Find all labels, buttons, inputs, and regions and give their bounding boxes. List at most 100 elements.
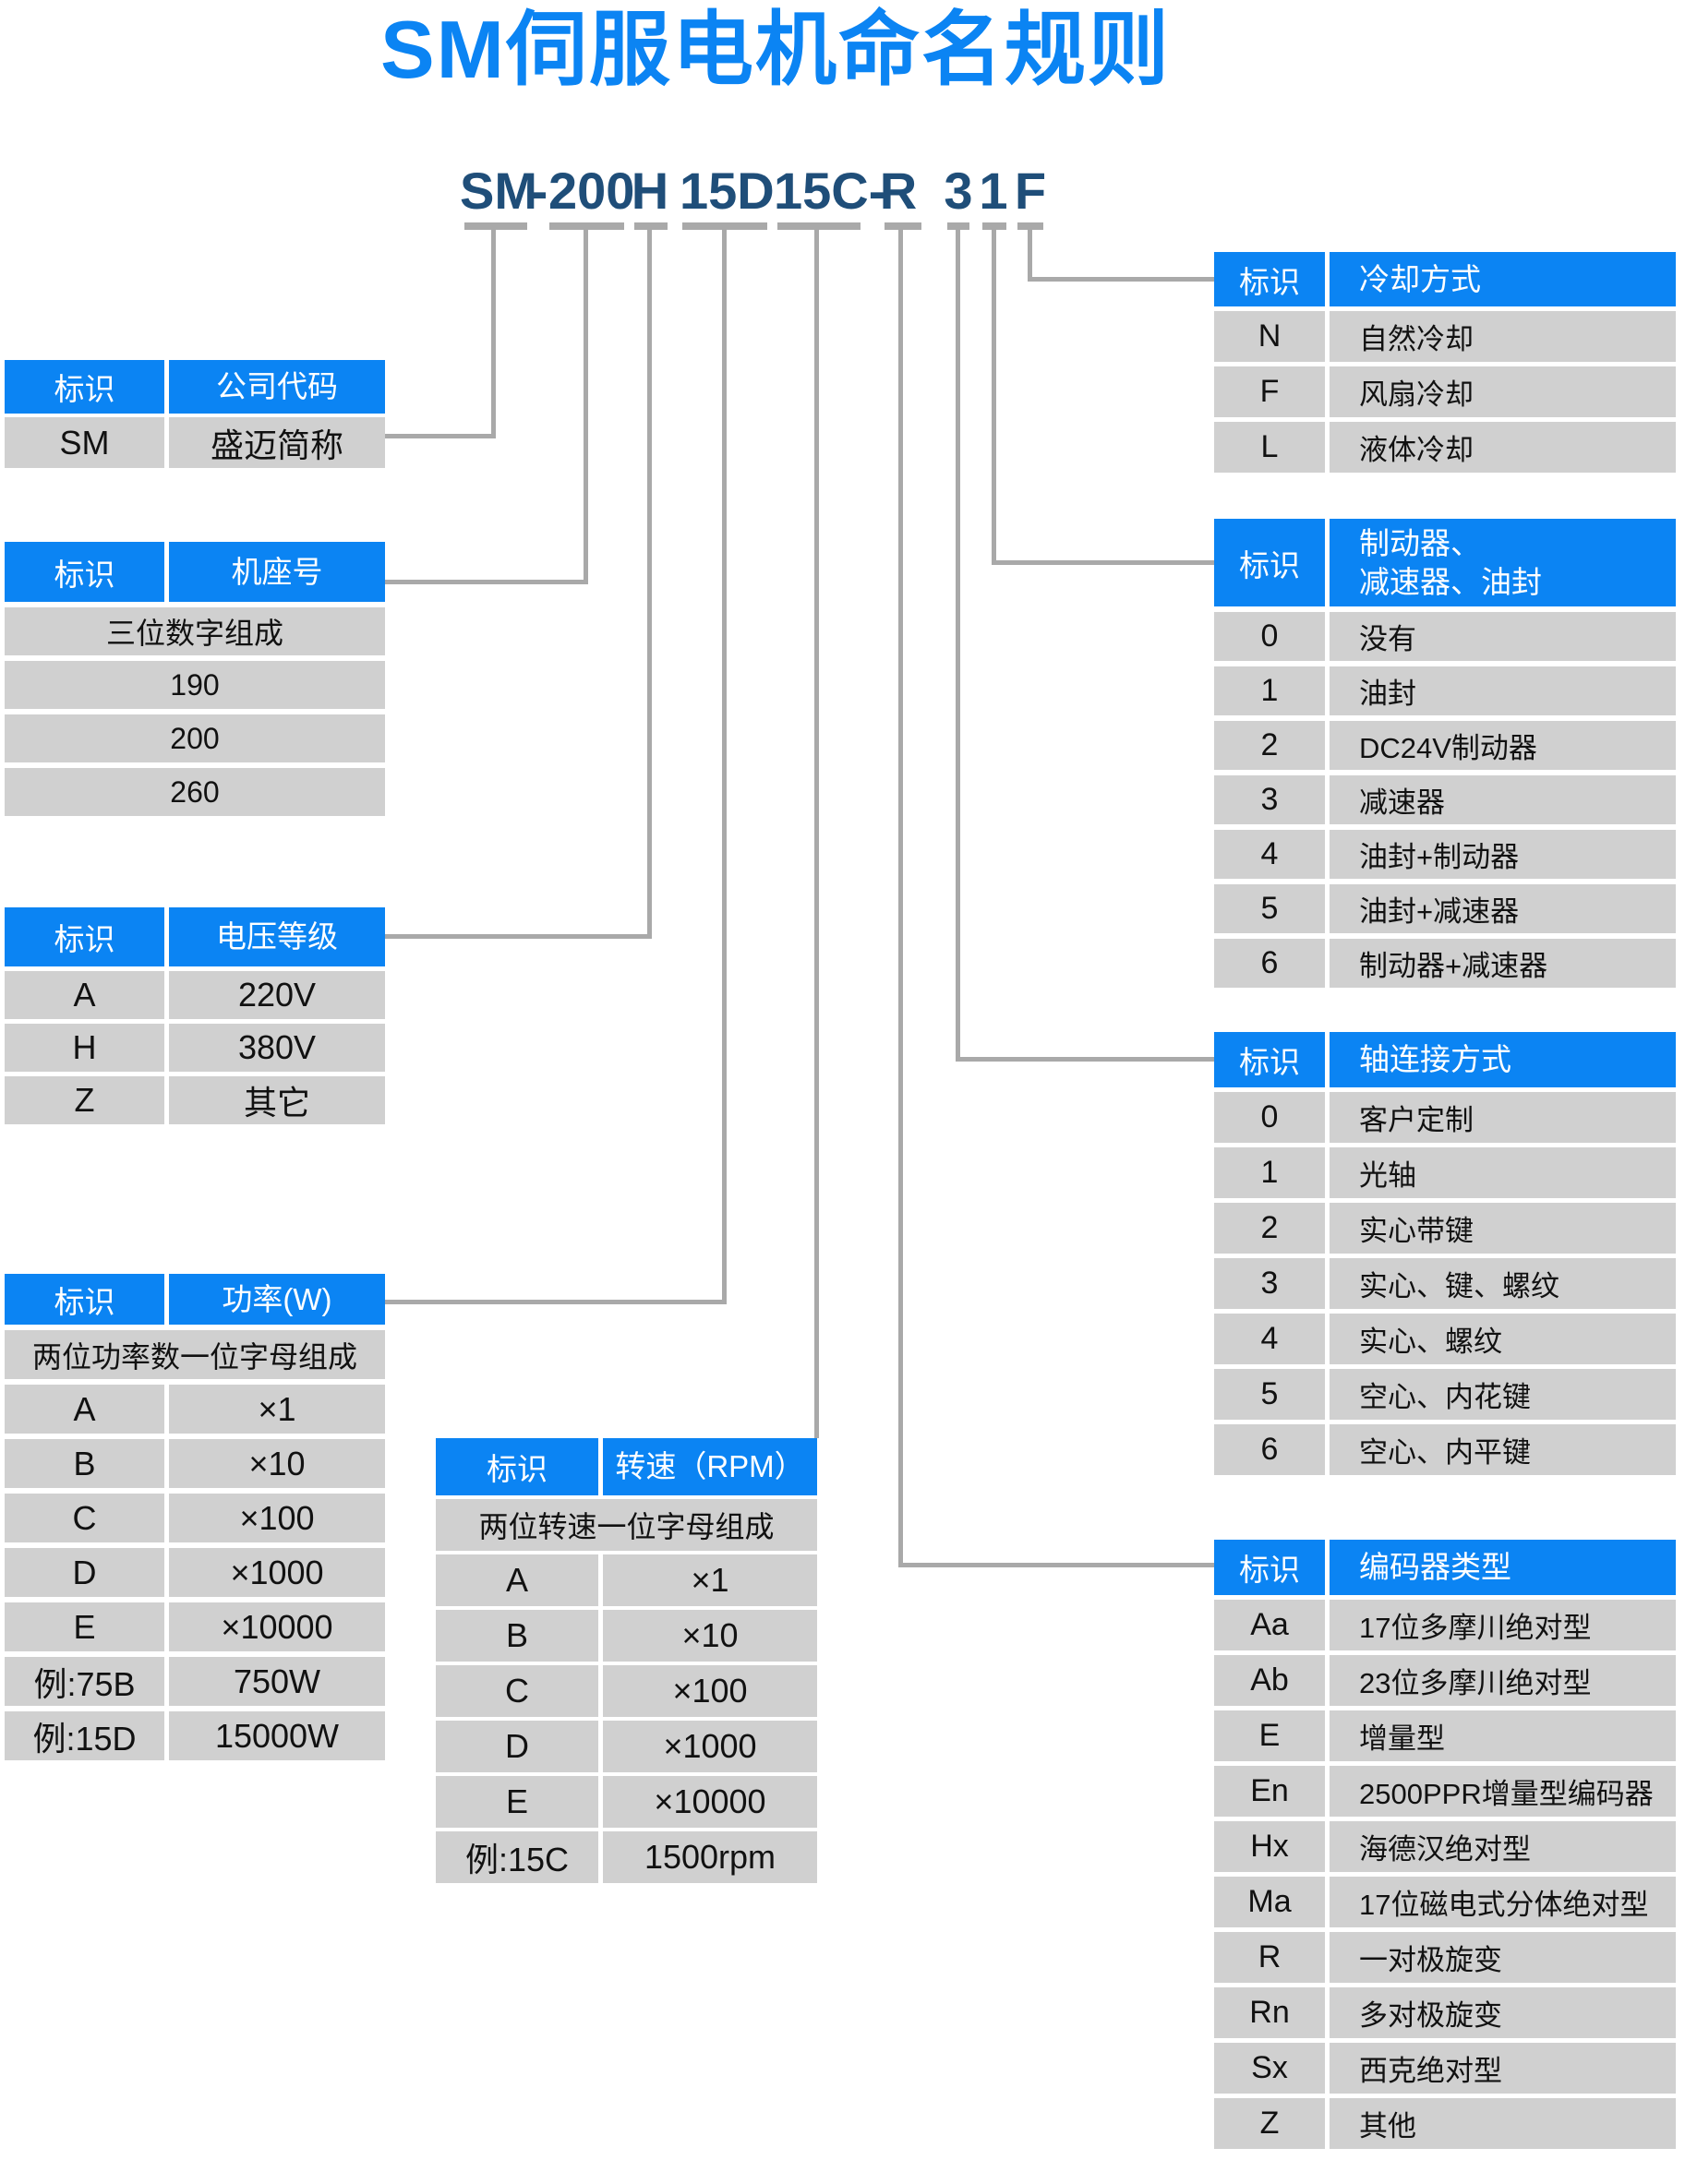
table-cell-span: 三位数字组成 bbox=[5, 607, 385, 655]
connector-voltage-v bbox=[647, 230, 652, 939]
table-cell-code: Ma bbox=[1214, 1877, 1325, 1927]
table-cell-desc: DC24V制动器 bbox=[1330, 721, 1676, 770]
table-cell-desc: 海德汉绝对型 bbox=[1330, 1821, 1676, 1872]
table-row: E×10000 bbox=[5, 1602, 385, 1651]
table-cell-code: 3 bbox=[1214, 1258, 1325, 1309]
header-cell-id: 标识 bbox=[5, 542, 164, 602]
table-cell-desc: ×1000 bbox=[603, 1721, 817, 1772]
table-cell-code: En bbox=[1214, 1766, 1325, 1817]
header-cell-meaning: 公司代码 bbox=[169, 360, 385, 414]
table-cell-code: 例:15C bbox=[436, 1831, 598, 1883]
table-cell-desc: ×1 bbox=[603, 1554, 817, 1606]
table-cell-code: R bbox=[1214, 1932, 1325, 1983]
table-cell-desc: 15000W bbox=[169, 1711, 385, 1760]
table-cell-desc: ×10 bbox=[169, 1439, 385, 1488]
table-header: 标识 机座号 bbox=[5, 542, 385, 602]
model-segment-power: 15D bbox=[680, 162, 775, 220]
header-cell-meaning: 冷却方式 bbox=[1330, 252, 1676, 306]
table-cell-desc: 实心、螺纹 bbox=[1330, 1314, 1676, 1364]
connector-frame-v bbox=[584, 230, 588, 584]
underline-brake bbox=[982, 222, 1006, 230]
table-cell-code: B bbox=[436, 1610, 598, 1662]
table-cell-desc: 制动器+减速器 bbox=[1330, 939, 1676, 988]
table-row: B×10 bbox=[436, 1610, 817, 1662]
table-cell-code: Rn bbox=[1214, 1987, 1325, 2038]
underline-frame bbox=[549, 222, 624, 230]
table-cell-desc: 减速器 bbox=[1330, 775, 1676, 824]
table-cell-code: Sx bbox=[1214, 2043, 1325, 2094]
table-cell-code: 2 bbox=[1214, 1203, 1325, 1254]
header-cell-id: 标识 bbox=[5, 1274, 164, 1325]
connector-brake-h bbox=[992, 560, 1214, 565]
header-cell-meaning: 轴连接方式 bbox=[1330, 1032, 1676, 1087]
table-row: 三位数字组成 bbox=[5, 607, 385, 655]
header-cell-id: 标识 bbox=[1214, 1032, 1325, 1087]
model-segment-hyphen: - bbox=[530, 162, 548, 220]
table-cell-code: 6 bbox=[1214, 939, 1325, 988]
table-cell-span: 200 bbox=[5, 714, 385, 762]
underline-encoder bbox=[885, 222, 921, 230]
table-row: A×1 bbox=[436, 1554, 817, 1606]
table-header: 标识 转速（RPM） bbox=[436, 1438, 817, 1495]
header-cell-id: 标识 bbox=[1214, 1540, 1325, 1595]
table-cell-code: D bbox=[5, 1548, 164, 1597]
connector-cooling-v bbox=[1028, 230, 1032, 282]
table-row: 200 bbox=[5, 714, 385, 762]
table-cell-desc: 其他 bbox=[1330, 2098, 1676, 2149]
table-cell-desc: ×10000 bbox=[169, 1602, 385, 1651]
table-cell-code: E bbox=[436, 1776, 598, 1828]
connector-speed-v bbox=[814, 230, 819, 1438]
header-cell-id: 标识 bbox=[436, 1438, 598, 1495]
table-row: E×10000 bbox=[436, 1776, 817, 1828]
table-cell-desc: 实心带键 bbox=[1330, 1203, 1676, 1254]
table-cell-code: 5 bbox=[1214, 884, 1325, 933]
header-cell-meaning: 转速（RPM） bbox=[603, 1438, 817, 1495]
table-header: 标识 冷却方式 bbox=[1214, 252, 1676, 306]
table-cell-code: C bbox=[436, 1665, 598, 1717]
table-cell-code: 1 bbox=[1214, 666, 1325, 715]
table-cell-code: Z bbox=[5, 1076, 164, 1124]
connector-voltage-h bbox=[385, 934, 652, 939]
table-cell-code: Z bbox=[1214, 2098, 1325, 2149]
header-cell-id: 标识 bbox=[5, 360, 164, 414]
table-cell-code: H bbox=[5, 1024, 164, 1072]
table-header: 标识 电压等级 bbox=[5, 907, 385, 966]
table-cell-desc: 盛迈简称 bbox=[169, 417, 385, 468]
table-cell-code: B bbox=[5, 1439, 164, 1488]
table-cell-code: F bbox=[1214, 366, 1325, 417]
table-cell-desc: 油封+减速器 bbox=[1330, 884, 1676, 933]
table-cell-desc: 多对极旋变 bbox=[1330, 1987, 1676, 2038]
connector-brake-v bbox=[992, 230, 996, 565]
table-row: D×1000 bbox=[436, 1721, 817, 1772]
model-segment-speed: 15C- bbox=[774, 162, 886, 220]
model-segment-company: SM bbox=[460, 162, 537, 220]
connector-encoder-h bbox=[898, 1563, 1214, 1567]
header-cell-meaning: 编码器类型 bbox=[1330, 1540, 1676, 1595]
